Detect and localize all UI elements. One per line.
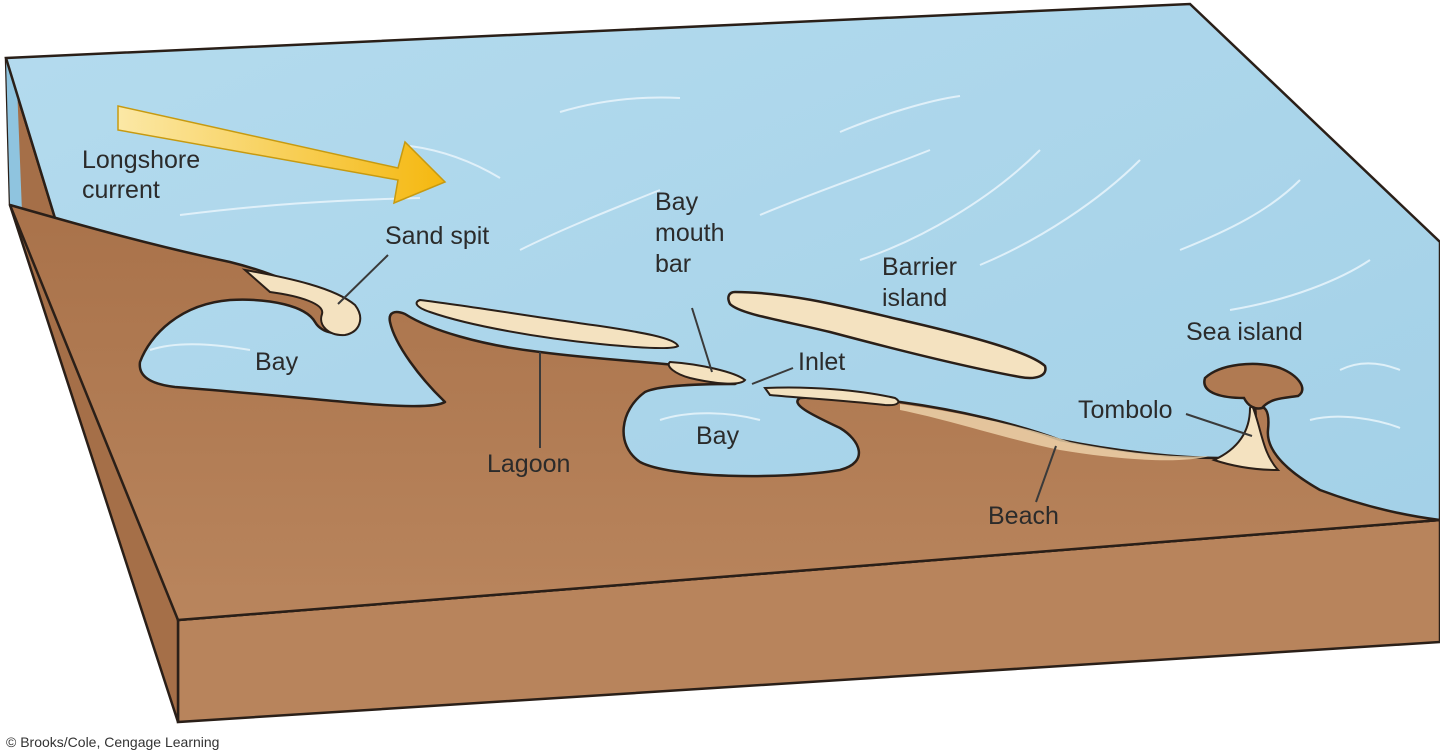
inlet-beach-shape bbox=[763, 386, 900, 407]
longshore-current-arrow bbox=[117, 105, 447, 205]
tombolo-label: Tombolo bbox=[1078, 396, 1173, 424]
sand-spit-label: Sand spit bbox=[385, 222, 489, 250]
tombolo-leader bbox=[1185, 413, 1253, 437]
sea-island-label: Sea island bbox=[1186, 318, 1303, 346]
bay-mouth-bar-label-line1: Bay bbox=[655, 188, 699, 216]
block-left-water bbox=[6, 58, 22, 212]
bay-left-label: Bay bbox=[255, 348, 299, 376]
lagoon-barrier-shape bbox=[415, 298, 680, 350]
copyright-credit: © Brooks/Cole, Cengage Learning bbox=[6, 734, 219, 750]
longshore-current-label-line1: Longshore bbox=[82, 146, 200, 174]
beach-label: Beach bbox=[988, 502, 1059, 530]
bay-mouth-bar-leader bbox=[691, 307, 713, 373]
bay-center-label: Bay bbox=[696, 422, 740, 450]
bay-mouth-bar-label-line2: mouth bbox=[655, 219, 724, 247]
barrier-island-label-line2: island bbox=[882, 284, 947, 312]
inlet-label: Inlet bbox=[798, 348, 845, 376]
longshore-current-label-line2: current bbox=[82, 176, 160, 204]
bay-mouth-bar-shape bbox=[667, 360, 747, 385]
lagoon-label: Lagoon bbox=[487, 450, 570, 478]
beach-leader bbox=[1035, 445, 1057, 503]
sand-spit-leader bbox=[337, 254, 389, 305]
sea-island-shape bbox=[1203, 362, 1304, 410]
wave-lines bbox=[149, 95, 1401, 429]
barrier-island-shape bbox=[727, 290, 1047, 380]
sand-spit-shape bbox=[241, 268, 362, 337]
bay-mouth-bar-label-line3: bar bbox=[655, 250, 691, 278]
inlet-leader bbox=[751, 367, 794, 385]
barrier-island-label-line1: Barrier bbox=[882, 253, 957, 281]
beach-strip-shape bbox=[900, 404, 1210, 461]
